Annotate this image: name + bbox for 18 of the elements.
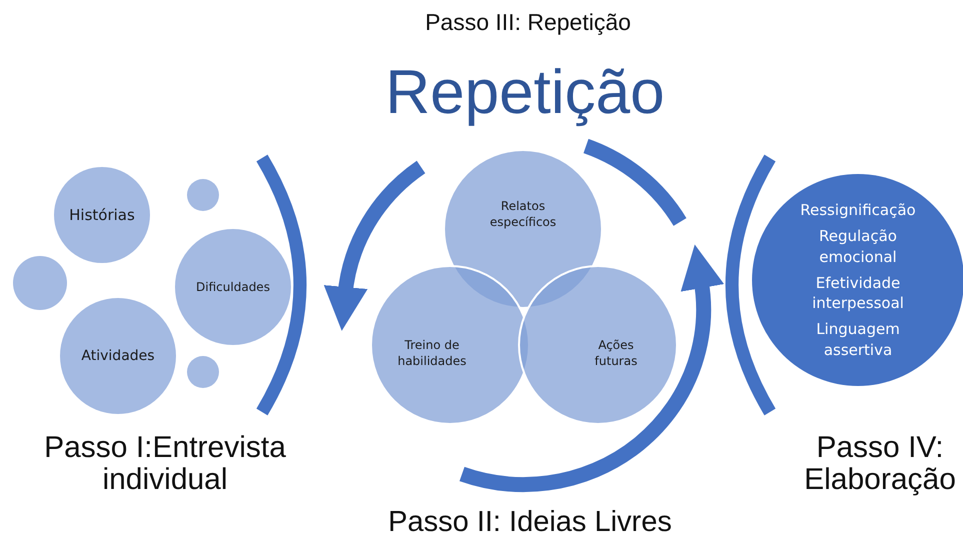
node-label: Atividades: [81, 346, 155, 366]
step-label: Passo II: Ideias Livres: [387, 507, 673, 538]
node-label: Dificuldades: [196, 278, 270, 296]
node-label: Treino de habilidades: [396, 336, 468, 370]
step-label: Passo IV: Elaboração: [803, 432, 957, 495]
circle-shape: [187, 179, 219, 211]
step-label: Passo I:Entrevista individual: [43, 432, 287, 495]
circle-shape: [187, 356, 219, 388]
node-label: Ressignificação: [800, 200, 916, 220]
heading: Repetição: [384, 60, 666, 126]
node-label: Efetividade interpessoal: [811, 272, 905, 314]
title: Passo III: Repetição: [425, 10, 631, 34]
circle-shape: [13, 256, 67, 310]
node-label: Ações futuras: [594, 336, 638, 370]
node-label: Regulação emocional: [818, 226, 898, 267]
node-label: Relatos específicos: [488, 198, 558, 230]
node-label: Linguagem assertiva: [815, 319, 901, 360]
node-label: Histórias: [69, 204, 135, 226]
